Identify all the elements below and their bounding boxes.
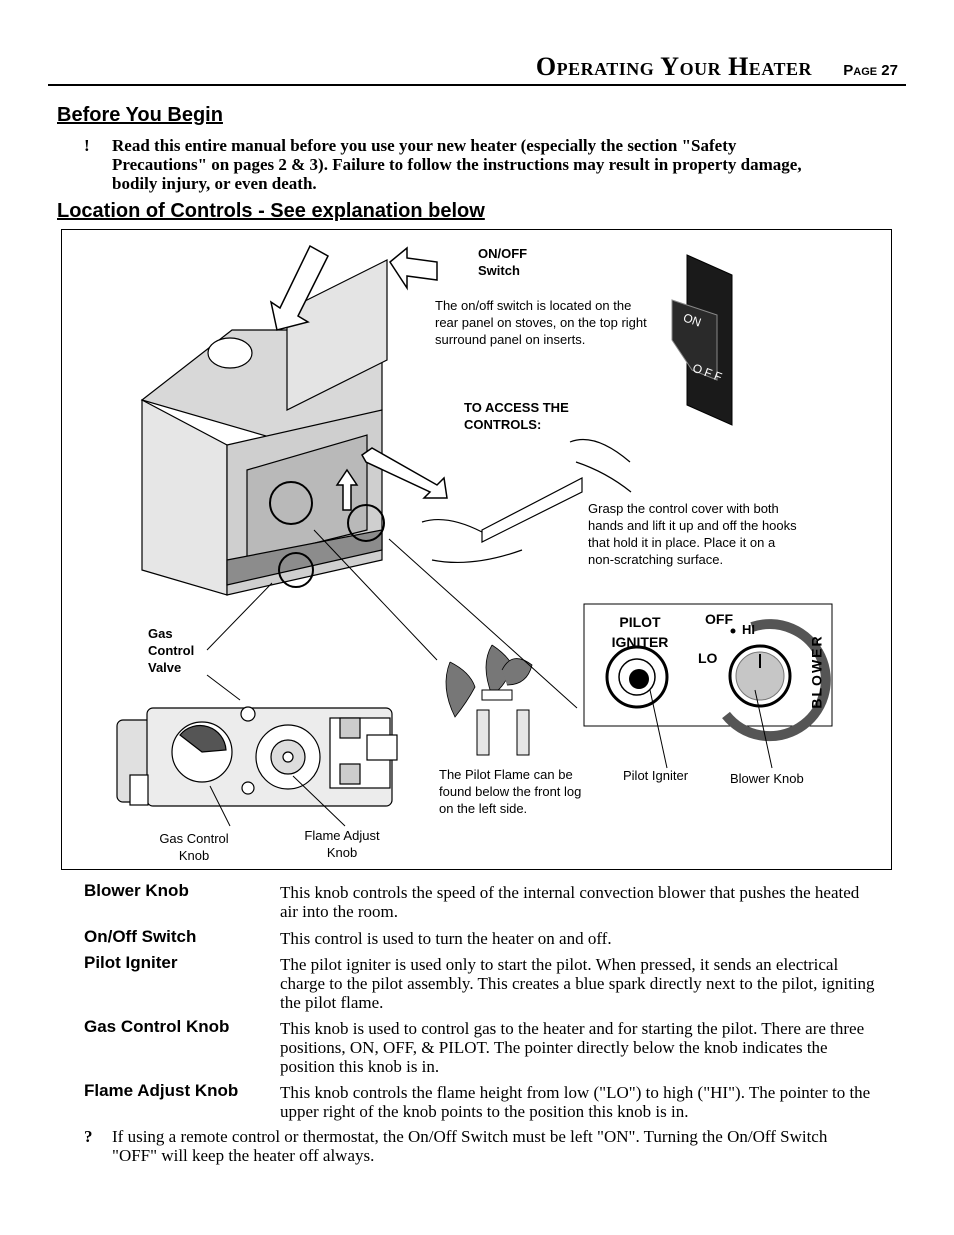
access-controls-title: TO ACCESS THE CONTROLS: (464, 400, 569, 432)
definition-term: Pilot Igniter (84, 953, 178, 972)
flame-adjust-knob-caption: Flame Adjust Knob (304, 828, 380, 860)
controls-figure: ON/OFF Switch The on/off switch is locat… (61, 229, 892, 870)
access-controls-description: Grasp the control cover with both hands … (588, 501, 797, 567)
onoff-switch-illustration (671, 254, 733, 426)
definition-text: This control is used to turn the heater … (280, 929, 612, 948)
definition-text: The pilot igniter is used only to start … (280, 955, 875, 1012)
gas-valve-illustration (116, 706, 398, 807)
page-title-text: Operating Your Heater (535, 52, 812, 81)
definition-text: This knob controls the speed of the inte… (280, 883, 860, 921)
before-you-begin-heading: Before You Begin (57, 104, 223, 126)
page-title: Operating Your Heater (536, 52, 812, 82)
blower-knob-caption: Blower Knob (730, 771, 804, 786)
controls-illustration (116, 244, 833, 827)
panel-lo-label: LO (698, 650, 718, 666)
panel-hi-label: HI (742, 622, 755, 637)
onoff-switch-title: ON/OFF Switch (478, 246, 528, 278)
location-heading: Location of Controls - See explanation b… (57, 200, 485, 222)
onoff-switch-description: The on/off switch is located on the rear… (435, 298, 647, 347)
pilot-flame-caption: The Pilot Flame can be found below the f… (439, 767, 582, 816)
warning-text: Read this entire manual before you use y… (112, 136, 802, 193)
gas-control-knob-caption: Gas Control Knob (159, 831, 229, 863)
page-number: Page 27 (843, 62, 898, 79)
panel-off-label: OFF (705, 611, 733, 627)
pilot-flame-illustration (445, 644, 533, 756)
definition-term: Flame Adjust Knob (84, 1081, 239, 1100)
header-rule (48, 84, 906, 86)
note-text: If using a remote control or thermostat,… (112, 1127, 828, 1165)
definition-term: On/Off Switch (84, 927, 197, 946)
gas-control-valve-label: Gas Control Valve (148, 626, 195, 675)
pilot-igniter-caption: Pilot Igniter (623, 768, 689, 783)
definition-text: This knob is used to control gas to the … (280, 1019, 865, 1076)
warning-bullet: ! (84, 136, 90, 155)
panel-blower-label: BLOWER (808, 634, 825, 709)
definition-term: Blower Knob (84, 881, 189, 900)
note-bullet: ? (84, 1127, 93, 1146)
definition-text: This knob controls the flame height from… (280, 1083, 871, 1121)
definition-term: Gas Control Knob (84, 1017, 230, 1036)
panel-pilot-igniter-label: PILOT IGNITER (611, 614, 669, 650)
